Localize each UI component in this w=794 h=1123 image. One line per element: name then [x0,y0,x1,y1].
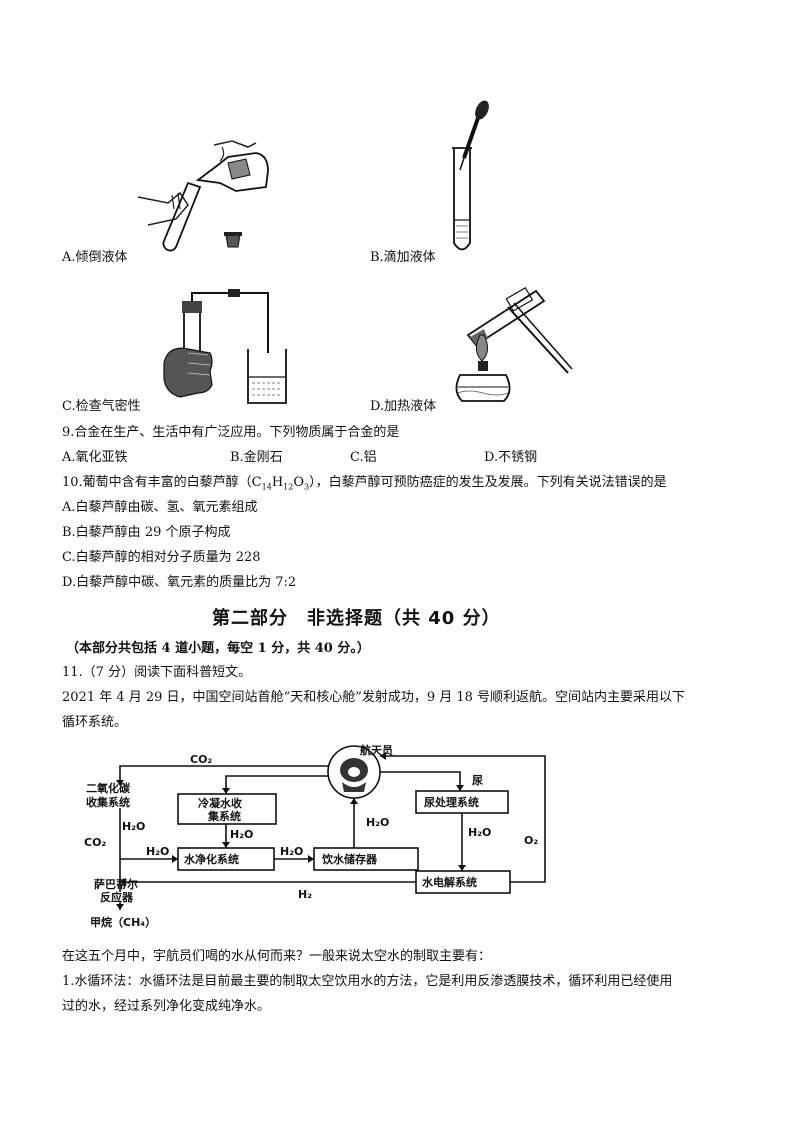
svg-text:萨巴蒂尔: 萨巴蒂尔 [94,877,138,891]
q11-paragraph-3-cont: 过的水，经过系列净化变成纯净水。 [62,999,271,1014]
q9-option-b: B.金刚石 [230,450,283,465]
q11-stem: 11.（7 分）阅读下面科普短文。 [62,665,252,680]
svg-text:甲烷（CH₄）: 甲烷（CH₄） [90,915,156,929]
option-d-label: D.加热液体 [370,399,437,414]
q11-paragraph-1: 2021 年 4 月 29 日，中国空间站首舱“天和核心舱”发射成功，9 月 1… [62,690,686,705]
svg-text:H₂O: H₂O [280,845,303,858]
svg-text:集系统: 集系统 [207,809,241,823]
svg-text:H₂O: H₂O [122,820,145,833]
q10-option-a: A.白藜芦醇由碳、氢、氧元素组成 [62,500,258,515]
svg-text:H₂O: H₂O [230,828,253,841]
q10-stem: 10.葡萄中含有丰富的白藜芦醇（C14H12O3），白藜芦醇可预防癌症的发生及发… [62,475,667,492]
q11-paragraph-3: 1.水循环法：水循环法是目前最主要的制取太空饮用水的方法，它是利用反渗透膜技术，… [62,974,673,989]
svg-text:H₂O: H₂O [146,845,169,858]
dropper-illustration [452,100,489,251]
svg-text:水电解系统: 水电解系统 [422,875,477,889]
svg-text:冷凝水收: 冷凝水收 [198,796,242,810]
option-a-label: A.倾倒液体 [62,250,128,265]
svg-text:H₂: H₂ [298,888,312,901]
svg-text:收集系统: 收集系统 [86,795,130,809]
svg-text:CO₂: CO₂ [84,836,106,849]
svg-text:水净化系统: 水净化系统 [184,852,239,866]
condensate-collection-box [177,793,277,825]
svg-text:O₂: O₂ [524,834,538,847]
astronaut-icon [340,758,368,792]
svg-text:尿: 尿 [472,774,483,787]
q11-paragraph-1-cont: 循环系统。 [62,715,128,730]
svg-text:反应器: 反应器 [100,890,134,904]
svg-text:饮水储存器: 饮水储存器 [321,852,378,866]
q10-option-d: D.白藜芦醇中碳、氧元素的质量比为 7:2 [62,575,297,590]
q9-option-d: D.不锈钢 [484,450,538,465]
heating-liquid-illustration [455,286,573,402]
airtightness-check-illustration [163,289,287,404]
pouring-liquid-illustration [137,140,269,252]
svg-text:航天员: 航天员 [360,743,393,757]
svg-text:尿处理系统: 尿处理系统 [424,795,479,809]
svg-text:H₂O: H₂O [366,816,389,829]
option-b-label: B.滴加液体 [370,250,436,265]
option-c-label: C.检查气密性 [62,399,141,414]
svg-text:H₂O: H₂O [468,826,491,839]
q11-paragraph-2: 在这五个月中，宇航员们喝的水从何而来？一般来说太空水的制取主要有： [62,949,492,964]
q9-option-a: A.氧化亚铁 [62,450,128,465]
section-title: 第二部分 非选择题（共 40 分） [212,608,501,629]
svg-text:CO₂: CO₂ [190,753,212,766]
q9-option-c: C.铝 [350,450,377,465]
q9-stem: 9.合金在生产、生活中有广泛应用。下列物质属于合金的是 [62,425,400,440]
section-note: （本部分共包括 4 道小题，每空 1 分，共 40 分。） [66,641,370,656]
q10-option-b: B.白藜芦醇由 29 个原子构成 [62,525,231,540]
space-station-cycle-diagram: 航天员 CO₂ 尿 二氧化碳 收集系统 冷凝水收 集系统 尿处理系统 水净化系统… [84,743,546,929]
q10-option-c: C.白藜芦醇的相对分子质量为 228 [62,550,261,565]
svg-text:二氧化碳: 二氧化碳 [86,781,131,795]
